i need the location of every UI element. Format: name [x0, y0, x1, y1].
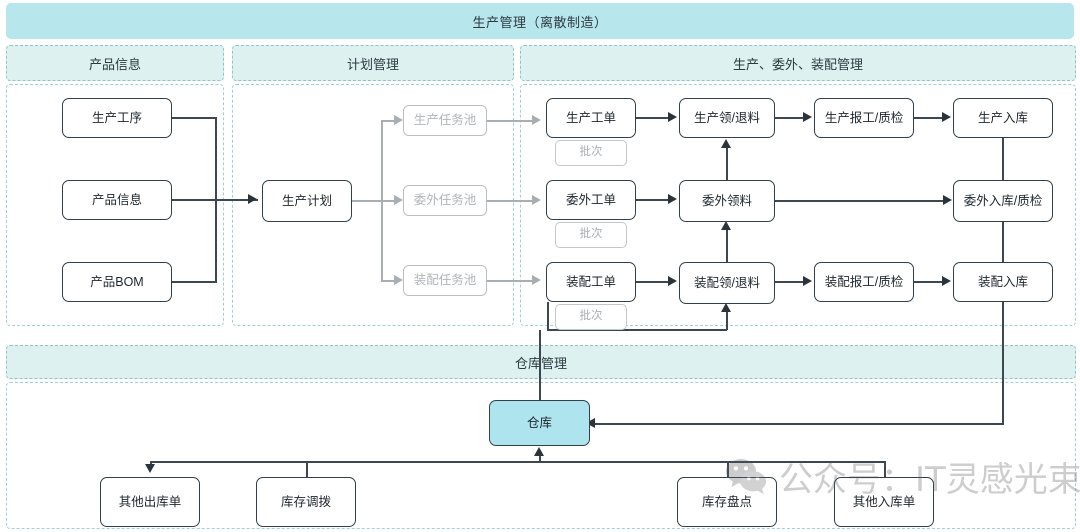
arrowhead-to-wo-outsource: [532, 195, 541, 205]
connector-assembly-loop-across: [547, 329, 727, 331]
panel-product-info: [6, 84, 224, 326]
connector-assembly-issue-up: [726, 229, 728, 263]
connector-outsource-issue-to-instock: [775, 200, 947, 202]
connector-production-report-to-instock: [914, 117, 946, 119]
connector-wo-production-to-issue: [636, 117, 672, 119]
arrowhead-up-to-outsource-issue: [721, 221, 731, 230]
node-product-bom[interactable]: 产品BOM: [62, 262, 172, 302]
connector-wo-assembly-to-issue: [636, 281, 672, 283]
node-pool-production[interactable]: 生产任务池: [403, 105, 487, 136]
node-work-order-production[interactable]: 生产工单: [546, 98, 636, 138]
connector-bus-to-pool-production: [381, 120, 398, 122]
node-outsource-instock-qc[interactable]: 委外入库/质检: [953, 180, 1053, 222]
connector-instock-to-warehouse-across: [592, 423, 1003, 425]
connector-wo-outsource-to-issue: [636, 199, 672, 201]
arrowhead-to-assembly-issue: [668, 276, 677, 286]
arrowhead-to-pool-assembly: [394, 275, 403, 285]
connector-leg-stock-transfer: [306, 461, 308, 477]
arrowhead-to-production-plan: [248, 194, 257, 204]
connector-pool-assembly-to-wo: [487, 280, 534, 282]
connector-bottom-bus-to-warehouse: [539, 455, 541, 462]
connector-assembly-down-to-warehouse-top: [539, 330, 541, 401]
arrowhead-to-outsource-instock: [943, 195, 952, 205]
connector-plan-out: [352, 200, 382, 202]
node-work-order-assembly[interactable]: 装配工单: [546, 262, 636, 302]
connector-assembly-report-to-instock: [914, 281, 946, 283]
node-batch-outsource[interactable]: 批次: [555, 222, 627, 248]
node-pool-assembly[interactable]: 装配任务池: [403, 265, 487, 296]
node-work-order-outsource[interactable]: 委外工单: [546, 180, 636, 220]
panel-warehouse: [6, 382, 1076, 529]
arrowhead-to-wo-production: [532, 115, 541, 125]
section-header-product-info: 产品信息: [6, 45, 224, 81]
section-header-warehouse: 仓库管理: [6, 345, 1076, 379]
node-batch-production[interactable]: 批次: [555, 140, 627, 166]
node-stock-count[interactable]: 库存盘点: [677, 477, 777, 527]
connector-leg-other-outbound: [150, 461, 152, 466]
connector-bus-to-plan: [172, 199, 258, 201]
connector-instock-to-warehouse-down: [1002, 302, 1004, 425]
node-pool-outsource[interactable]: 委外任务池: [403, 185, 487, 216]
connector-leg-stock-count: [727, 461, 729, 477]
panel-plan-management: [232, 84, 514, 326]
node-other-outbound[interactable]: 其他出库单: [100, 477, 200, 527]
arrowhead-to-assembly-report: [803, 276, 812, 286]
node-batch-assembly[interactable]: 批次: [555, 304, 627, 330]
connector-pool-outsource-to-wo: [487, 200, 534, 202]
section-header-production-outsource-assembly: 生产、委外、装配管理: [520, 45, 1076, 81]
node-production-instock[interactable]: 生产入库: [953, 98, 1053, 138]
connector-instock-chain-2: [1002, 222, 1004, 262]
node-assembly-report-qc[interactable]: 装配报工/质检: [814, 262, 914, 302]
page-title: 生产管理（离散制造）: [6, 3, 1074, 39]
arrowhead-to-pool-production: [394, 115, 403, 125]
node-product-info[interactable]: 产品信息: [62, 180, 172, 220]
connector-leg-other-inbound: [884, 461, 886, 477]
node-outsource-issue[interactable]: 委外领料: [679, 180, 775, 222]
node-other-inbound[interactable]: 其他入库单: [834, 477, 934, 527]
node-production-issue-return[interactable]: 生产领/退料: [679, 98, 775, 138]
arrowhead-to-production-issue: [668, 112, 677, 122]
node-production-report-qc[interactable]: 生产报工/质检: [814, 98, 914, 138]
connector-bom-to-bus: [172, 281, 216, 283]
arrowhead-up-to-production-issue: [721, 139, 731, 148]
arrowhead-loop-to-assembly-issue: [721, 303, 731, 312]
node-warehouse[interactable]: 仓库: [489, 400, 590, 446]
connector-bus-to-pool-outsource: [381, 200, 398, 202]
node-assembly-instock[interactable]: 装配入库: [953, 262, 1053, 302]
section-header-plan-management: 计划管理: [232, 45, 514, 81]
connector-process-to-bus: [172, 117, 216, 119]
connector-assembly-issue-to-report: [775, 281, 807, 283]
arrowhead-down-to-other-outbound: [145, 464, 155, 473]
arrowhead-to-production-report: [803, 112, 812, 122]
connector-assembly-loop-down: [547, 302, 549, 331]
arrowhead-into-warehouse-right: [586, 418, 595, 428]
arrowhead-to-wo-assembly: [532, 275, 541, 285]
connector-bottom-bus: [150, 461, 886, 463]
arrowhead-to-outsource-issue: [668, 194, 677, 204]
connector-assembly-loop-up: [726, 311, 728, 330]
node-production-plan[interactable]: 生产计划: [262, 180, 352, 222]
node-stock-transfer[interactable]: 库存调拨: [256, 477, 356, 527]
connector-production-issue-to-report: [775, 117, 807, 119]
arrowhead-to-production-instock: [942, 112, 951, 122]
arrowhead-to-assembly-instock: [942, 276, 951, 286]
connector-outsource-issue-up: [726, 147, 728, 181]
arrowhead-up-into-warehouse: [534, 447, 544, 456]
connector-instock-chain-1: [1002, 138, 1004, 180]
node-assembly-issue-return[interactable]: 装配领/退料: [679, 262, 775, 304]
arrowhead-to-pool-outsource: [394, 195, 403, 205]
connector-bus-to-pool-assembly: [381, 280, 398, 282]
panel-production-outsource-assembly: [520, 84, 1076, 326]
node-production-process[interactable]: 生产工序: [62, 98, 172, 138]
connector-pool-production-to-wo: [487, 120, 534, 122]
